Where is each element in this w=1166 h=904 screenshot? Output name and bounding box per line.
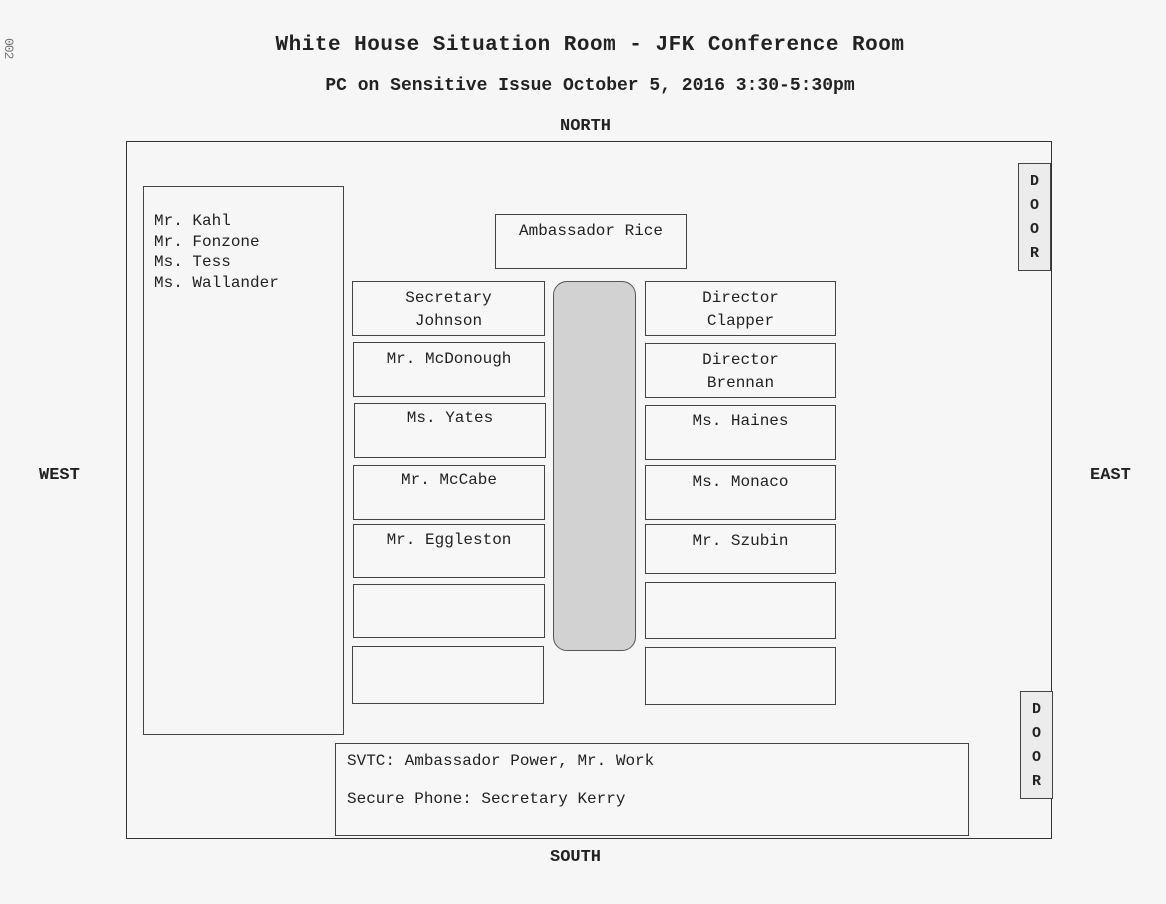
back-row-seat: Mr. Kahl <box>154 212 231 230</box>
seat-label: Brennan <box>706 374 775 392</box>
secure-phone-line: Secure Phone: Secretary Kerry <box>347 790 626 808</box>
room-outline <box>126 141 1052 839</box>
seat-label: Director <box>702 351 779 369</box>
compass-east: EAST <box>1090 466 1131 485</box>
door-letter: O <box>1031 749 1041 766</box>
back-row-seating: Mr. Kahl Mr. Fonzone Ms. Tess Ms. Wallan… <box>143 186 344 735</box>
page-subtitle: PC on Sensitive Issue October 5, 2016 3:… <box>325 76 855 96</box>
back-row-seat: Mr. Fonzone <box>154 232 260 251</box>
compass-north: NORTH <box>560 117 612 136</box>
compass-south: SOUTH <box>550 848 602 867</box>
back-row-seat: Ms. Wallander <box>154 273 279 292</box>
seat-east-5: Mr. Szubin <box>645 524 836 574</box>
door-letter: D <box>1031 701 1041 718</box>
seat-west-6 <box>353 584 545 638</box>
door-letter: O <box>1029 197 1039 214</box>
svtc-line: SVTC: Ambassador Power, Mr. Work <box>347 752 655 770</box>
page-title: White House Situation Room - JFK Confere… <box>275 34 905 57</box>
seat-east-3: Ms. Haines <box>645 405 836 460</box>
seat-east-6 <box>645 582 836 639</box>
seat-label: Mr. Szubin <box>692 532 789 550</box>
seat-label: Ms. Yates <box>406 409 494 427</box>
seat-west-7 <box>352 646 544 704</box>
seat-label: Ms. Monaco <box>692 473 789 491</box>
door-northeast[interactable]: D O O R <box>1018 163 1051 271</box>
seat-east-1: Director Clapper <box>645 281 836 336</box>
seat-label: Mr. McDonough <box>386 350 512 368</box>
door-southeast[interactable]: D O O R <box>1020 691 1053 799</box>
seat-west-5: Mr. Eggleston <box>353 524 545 578</box>
back-row-seat: Ms. Tess <box>154 253 231 271</box>
seat-east-2: Director Brennan <box>645 343 836 398</box>
seat-label: Secretary <box>405 289 492 307</box>
door-letter: O <box>1031 725 1041 742</box>
seat-label: Johnson <box>414 312 483 330</box>
head-seat: Ambassador Rice <box>495 214 687 269</box>
seat-label: Mr. McCabe <box>400 471 497 489</box>
door-letter: O <box>1029 221 1039 238</box>
seat-west-1: Secretary Johnson <box>352 281 545 336</box>
door-letter: D <box>1029 173 1039 190</box>
seat-label: Director <box>702 289 779 307</box>
door-letter: R <box>1031 773 1041 790</box>
seat-west-2: Mr. McDonough <box>353 342 545 397</box>
door-letter: R <box>1029 245 1039 262</box>
seat-label: Clapper <box>706 312 775 330</box>
head-seat-name: Ambassador Rice <box>518 222 664 240</box>
seat-label: Ms. Haines <box>692 412 789 430</box>
seat-west-4: Mr. McCabe <box>353 465 545 520</box>
seat-label: Mr. Eggleston <box>386 531 512 549</box>
seat-east-4: Ms. Monaco <box>645 465 836 520</box>
seat-west-3: Ms. Yates <box>354 403 546 458</box>
conference-table <box>553 281 636 651</box>
remote-participants-box: SVTC: Ambassador Power, Mr. Work Secure … <box>335 743 969 836</box>
compass-west: WEST <box>39 466 80 485</box>
seat-east-7 <box>645 647 836 705</box>
